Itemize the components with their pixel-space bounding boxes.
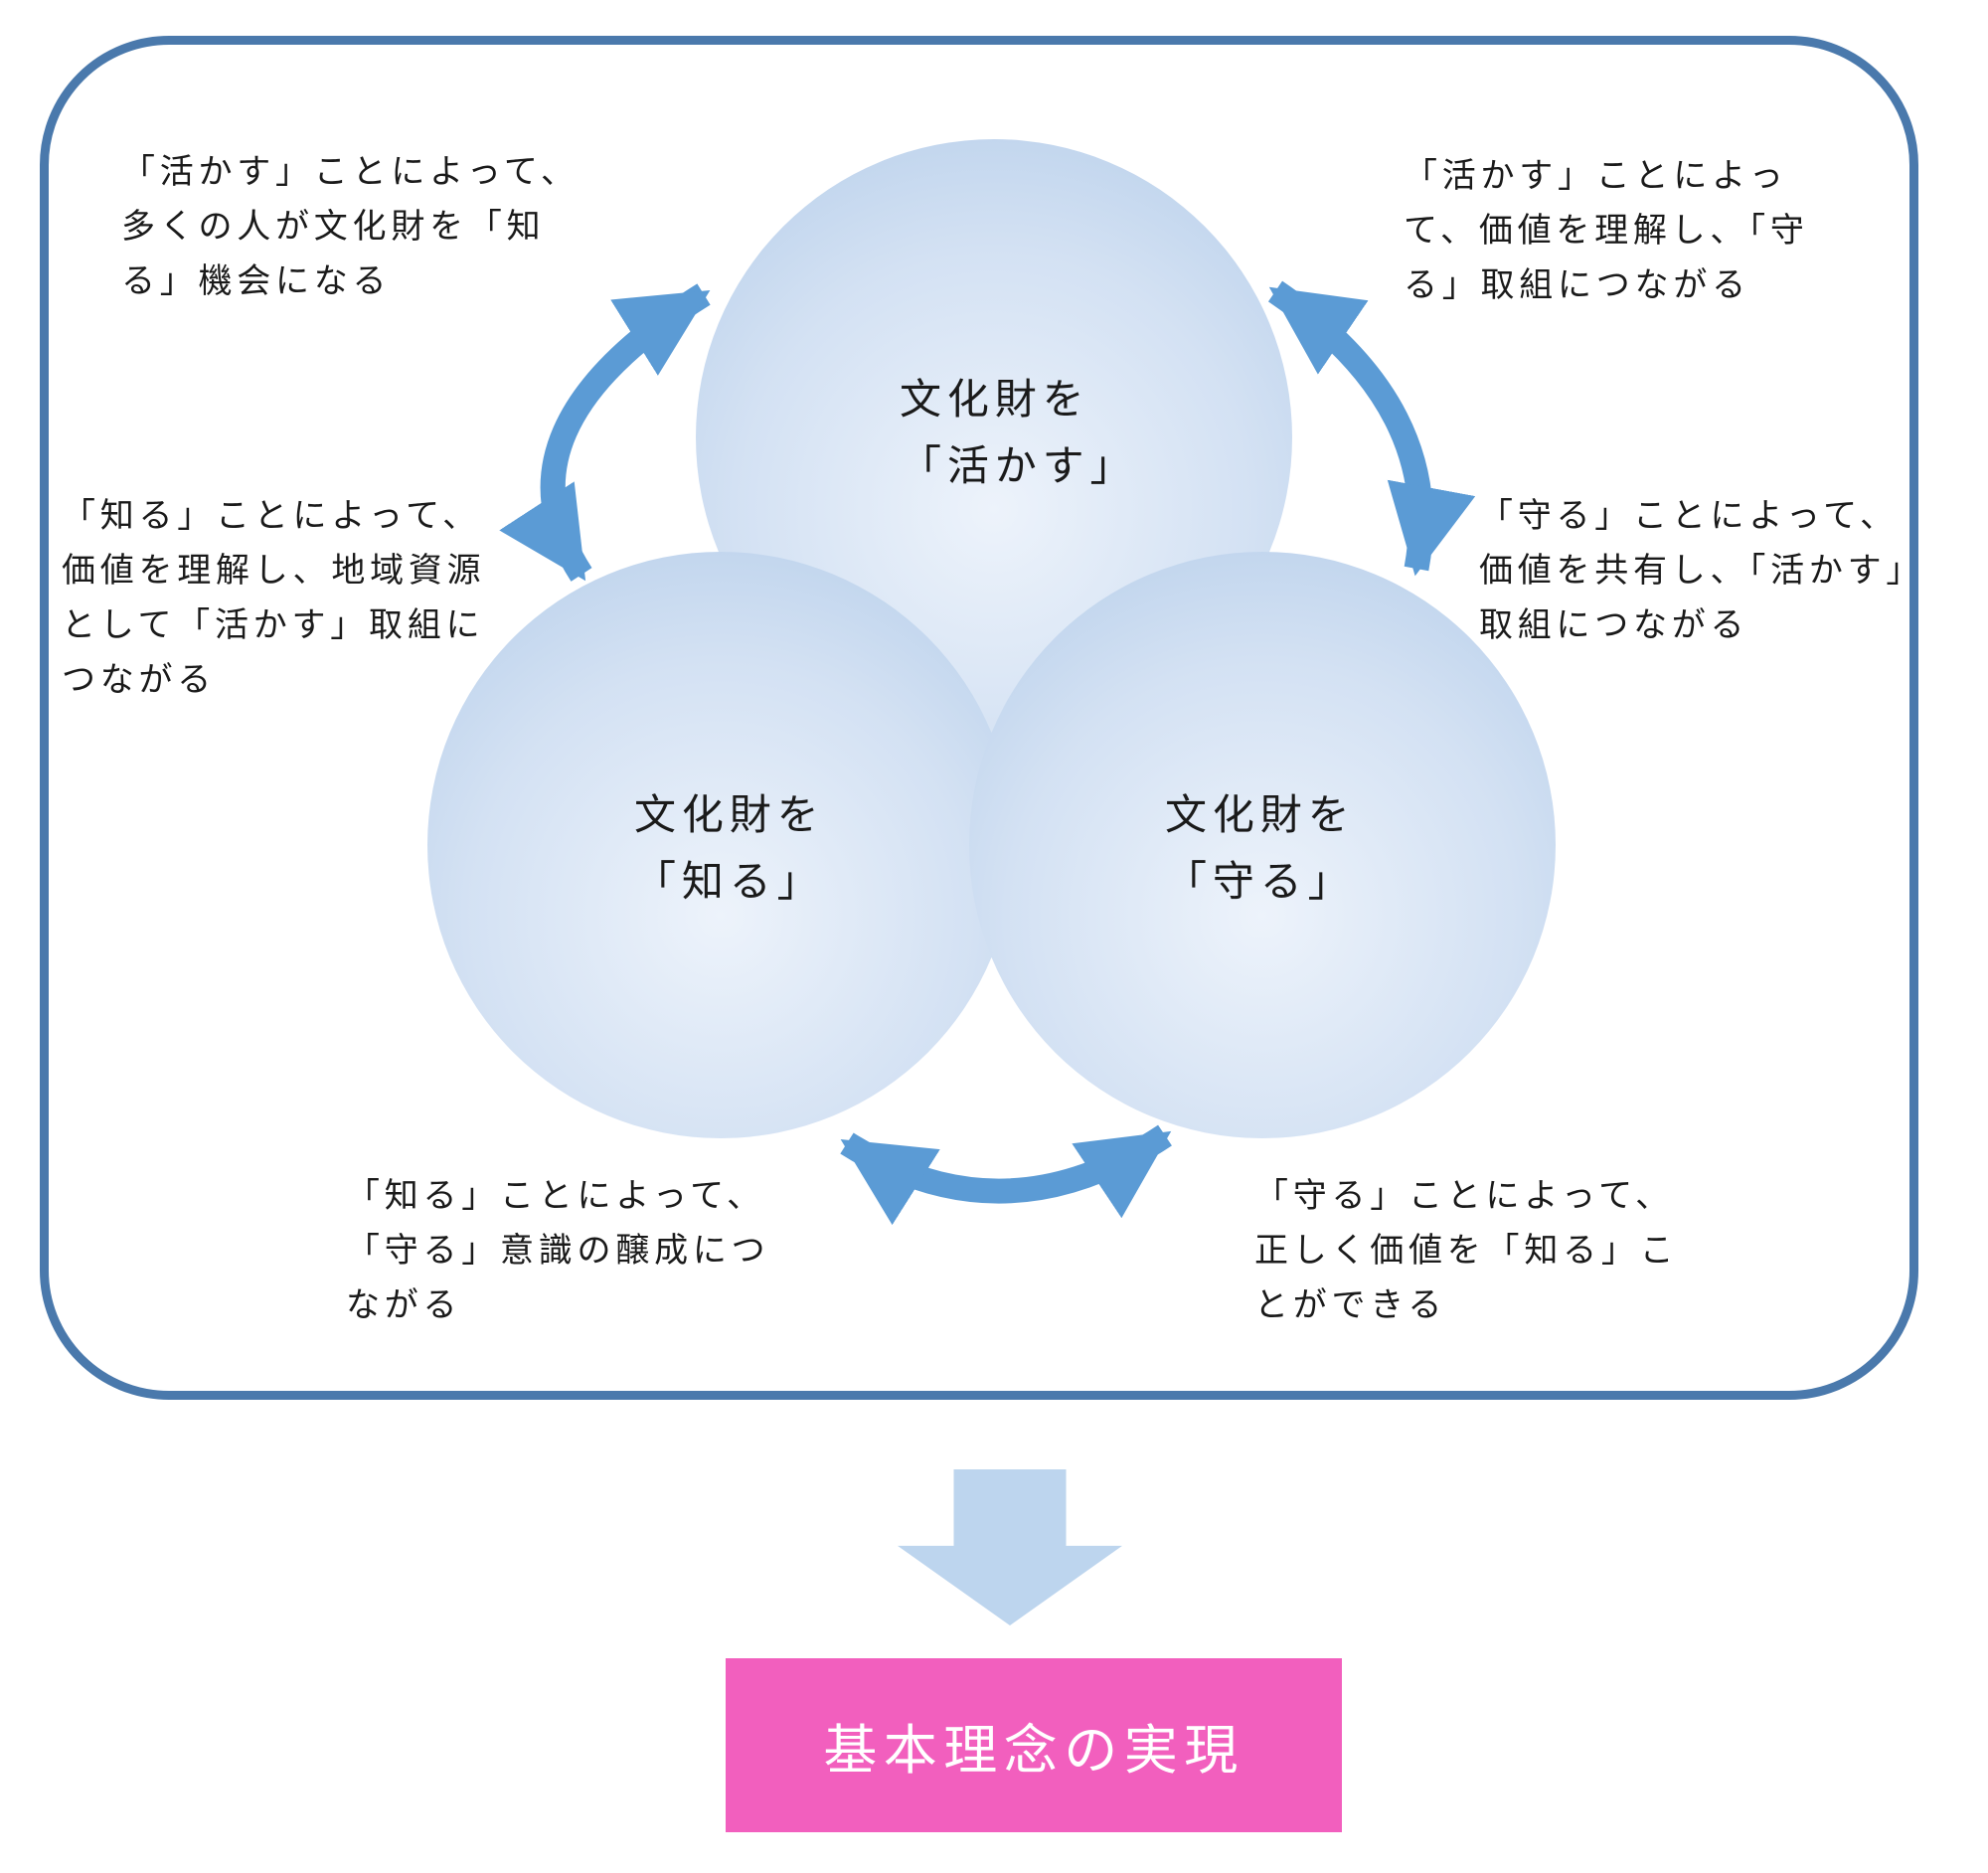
- annotation-utilize-to-protect: 「活かす」ことによっ て、価値を理解し、「守 る」取組につながる: [1404, 157, 1809, 305]
- circle-protect: [969, 552, 1556, 1138]
- circle-know-label: 文化財を 「知る」: [634, 791, 825, 906]
- circle-protect-label: 文化財を 「守る」: [1165, 791, 1356, 906]
- result-box-label: 基本理念の実現: [823, 1721, 1244, 1781]
- annotation-protect-to-utilize: 「守る」ことによって、 価値を共有し、「活かす」 取組につながる: [1479, 497, 1925, 645]
- annotation-protect-to-know: 「守る」ことによって、 正しく価値を「知る」こ とができる: [1254, 1177, 1679, 1325]
- result-box: 基本理念の実現: [726, 1658, 1342, 1832]
- annotation-utilize-to-know: 「活かす」ことによって、 多くの人が文化財を「知 る」機会になる: [121, 153, 580, 301]
- cycle-frame: [40, 36, 1918, 1400]
- annotation-know-to-utilize: 「知る」ことによって、 価値を理解し、地域資源 として「活かす」取組に つながる: [62, 497, 486, 700]
- annotation-know-to-protect: 「知る」ことによって、 「守る」意識の醸成につ ながる: [346, 1177, 770, 1325]
- circle-utilize-label: 文化財を 「活かす」: [900, 376, 1138, 490]
- down-arrow-icon: [898, 1469, 1122, 1625]
- circle-know: [427, 552, 1014, 1138]
